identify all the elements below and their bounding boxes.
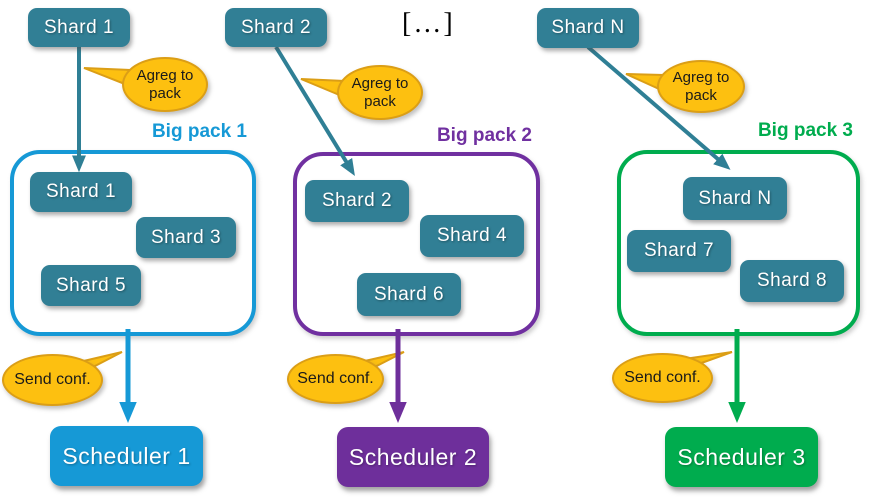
col3-agreg-arrow bbox=[586, 45, 731, 170]
col3-pack-title: Big pack 3 bbox=[757, 120, 853, 141]
col2-scheduler-box: Scheduler 2 bbox=[337, 427, 489, 487]
col3-send-bubble: Send conf. bbox=[612, 353, 713, 403]
col3-source-shard-box: Shard N bbox=[537, 8, 639, 48]
col3-scheduler-box: Scheduler 3 bbox=[665, 427, 818, 487]
col1-pack-shard: Shard 3 bbox=[136, 217, 236, 258]
col3-pack-shard: Shard N bbox=[683, 177, 787, 220]
col2-source-shard-box: Shard 2 bbox=[225, 8, 327, 47]
col2-agreg-arrow bbox=[274, 45, 355, 176]
col1-scheduler-box: Scheduler 1 bbox=[50, 426, 203, 486]
col1-agreg-bubble: Agreg to pack bbox=[122, 57, 208, 112]
col1-source-shard-box: Shard 1 bbox=[28, 8, 130, 47]
col1-pack-title: Big pack 1 bbox=[151, 121, 247, 142]
col2-agreg-bubble: Agreg to pack bbox=[337, 65, 423, 120]
col3-pack-shard: Shard 8 bbox=[740, 260, 844, 302]
col2-pack-shard: Shard 4 bbox=[420, 215, 524, 257]
col2-send-bubble: Send conf. bbox=[287, 354, 384, 404]
col2-pack-shard: Shard 2 bbox=[305, 180, 409, 222]
col3-agreg-bubble: Agreg to pack bbox=[657, 60, 745, 113]
col1-pack-shard: Shard 1 bbox=[30, 172, 132, 212]
ellipsis-label: […] bbox=[402, 8, 455, 39]
col2-pack-title: Big pack 2 bbox=[436, 125, 532, 146]
col1-send-bubble: Send conf. bbox=[2, 354, 103, 406]
col3-pack-shard: Shard 7 bbox=[627, 230, 731, 272]
col1-pack-shard: Shard 5 bbox=[41, 265, 141, 306]
col2-pack-shard: Shard 6 bbox=[357, 273, 461, 316]
